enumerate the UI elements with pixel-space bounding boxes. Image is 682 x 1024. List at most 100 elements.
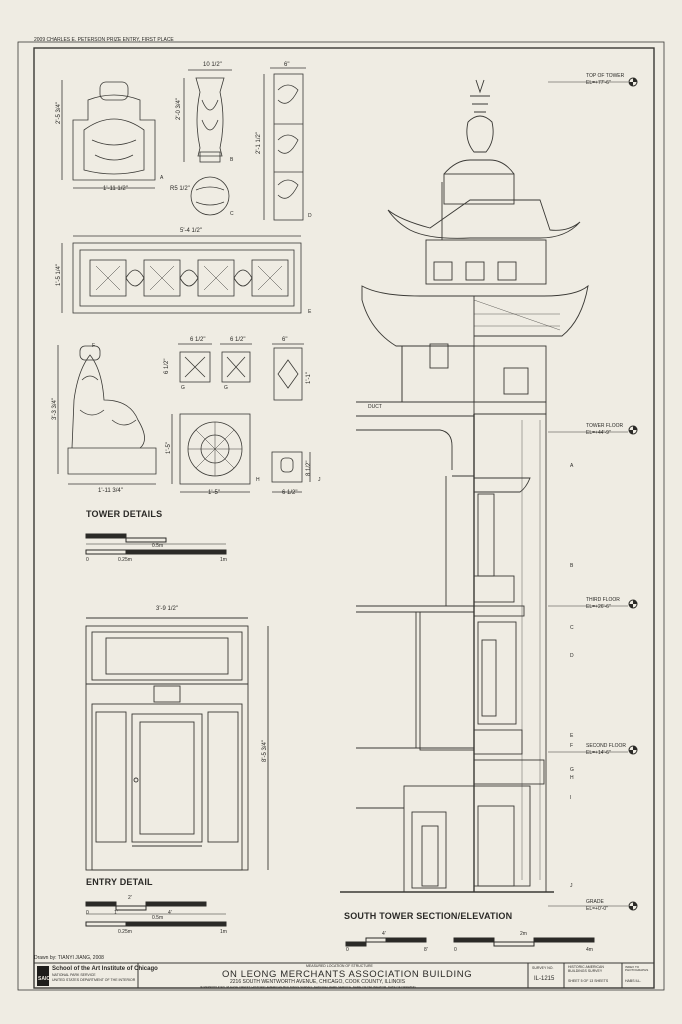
marker-i: I	[570, 795, 572, 801]
detail-a-drawing	[61, 80, 156, 189]
level-symbols	[628, 77, 638, 911]
marker-j: J	[570, 883, 573, 889]
school-name: School of the Art Institute of Chicago	[52, 966, 158, 972]
duct-label: DUCT	[368, 404, 382, 410]
dim-entry-width: 3'-9 1/2"	[156, 606, 178, 612]
level-top-name: TOP OF TOWER	[586, 73, 625, 79]
elevation-scale-bar	[345, 937, 595, 947]
entry-scale-1m: 1m	[220, 929, 227, 935]
marker-b: B	[570, 563, 574, 569]
entry-scale-0: 0	[86, 910, 89, 916]
entry-scale-bar	[85, 901, 227, 927]
entry-scale-025m: 0.25m	[118, 929, 132, 935]
tower-elevation-drawing	[340, 79, 589, 893]
detail-f-drawing	[57, 345, 157, 485]
elev-scale-0: 0	[346, 947, 349, 953]
dim-b-height: 2'-0 3/4"	[176, 98, 182, 120]
marker-a: A	[570, 463, 574, 469]
detail-letter-c: C	[230, 211, 234, 217]
elev-scale-2m: 2m	[520, 931, 527, 937]
marker-g: G	[570, 767, 574, 773]
level-top-el: EL=+77'-6"	[586, 80, 611, 86]
detail-letter-g1: G	[181, 385, 185, 391]
elev-scale-0m: 0	[454, 947, 457, 953]
entry-scale-1ft: 1'	[114, 910, 118, 916]
detail-letter-b: B	[230, 157, 234, 163]
entry-detail-title: ENTRY DETAIL	[86, 877, 153, 887]
detail-letter-e: E	[308, 309, 312, 315]
entry-scale-4ft: 4'	[168, 910, 172, 916]
detail-letter-d: D	[308, 213, 312, 219]
saic-logo: SAIC	[38, 976, 50, 982]
scale-label-1m: 1m	[220, 557, 227, 563]
dim-j-top: 6"	[282, 337, 288, 343]
detail-j-drawing	[271, 451, 311, 493]
scale-label-025m: 0.25m	[118, 557, 132, 563]
drawn-by: Drawn by: TIANYI JIANG, 2008	[34, 955, 104, 961]
detail-letter-j: J	[318, 477, 321, 483]
entry-scale-05m: 0.5m	[152, 915, 164, 921]
marker-h: H	[570, 775, 574, 781]
dim-d-height: 2'-1 1/2"	[256, 132, 262, 154]
survey-no-label: SURVEY NO.	[532, 966, 554, 970]
school-sub1: NATIONAL PARK SERVICE	[52, 973, 96, 977]
detail-b-drawing	[183, 69, 232, 216]
dim-g1: 6 1/2"	[190, 337, 206, 343]
detail-letter-a: A	[160, 175, 164, 181]
level-tower-floor-name: TOWER FLOOR	[586, 423, 624, 429]
dim-a-height: 2'-5 3/4"	[56, 102, 62, 124]
dim-j-w: 6 1/2"	[282, 490, 298, 496]
dim-a-width: 1'-11 1/2"	[103, 186, 128, 192]
dim-f-height: 3'-3 3/4"	[52, 398, 58, 420]
dim-h-height: 1'-5"	[166, 442, 172, 454]
dim-j-small: 8 1/2"	[306, 460, 312, 476]
marker-f: F	[570, 743, 574, 749]
dim-e-height: 1'-5 1/4"	[56, 264, 62, 286]
level-third-floor-el: EL=+26'-6"	[586, 604, 611, 610]
tower-details-scale-bar	[85, 533, 227, 555]
level-tower-floor-el: EL=+44'-9"	[586, 430, 611, 436]
detail-letter-f: F	[92, 343, 96, 349]
level-second-floor-el: EL=+14'-6"	[586, 750, 611, 756]
elev-scale-4m: 4m	[586, 947, 593, 953]
detail-g-drawing	[178, 343, 304, 401]
page-ref: HABS ILL.	[625, 979, 642, 983]
detail-letter-g2: G	[224, 385, 228, 391]
elevation-title: SOUTH TOWER SECTION/ELEVATION	[344, 911, 513, 921]
measured-note: MEASURED LOCATION OF STRUCTURE	[306, 964, 373, 968]
scale-label-05m: 0.5m	[152, 543, 164, 549]
level-grade-name: GRADE	[586, 899, 604, 905]
detail-e-drawing	[61, 235, 302, 314]
sheet-number: SHEET 5 OF 13 SHEETS	[568, 979, 609, 983]
marker-e: E	[570, 733, 574, 739]
dim-entry-height: 8'-5 3/4"	[262, 740, 268, 762]
building-address: 2216 SOUTH WENTWORTH AVENUE, CHICAGO, CO…	[230, 979, 406, 985]
level-lines	[548, 81, 628, 907]
marker-d: D	[570, 653, 574, 659]
habs-label: HISTORIC AMERICAN BUILDINGS SURVEY	[568, 965, 604, 973]
dim-h-width: 1'-5"	[208, 490, 220, 496]
dim-f-width: 1'-11 3/4"	[98, 488, 123, 494]
detail-letter-h: H	[256, 477, 260, 483]
level-third-floor-name: THIRD FLOOR	[586, 597, 620, 603]
school-sub2: UNITED STATES DEPARTMENT OF THE INTERIOR	[52, 978, 136, 982]
tower-details-title: TOWER DETAILS	[86, 509, 163, 519]
dim-e-width: 5'-4 1/2"	[180, 228, 202, 234]
detail-d-drawing	[263, 67, 306, 221]
entry-detail-drawing	[85, 617, 269, 871]
level-second-floor-name: SECOND FLOOR	[586, 743, 627, 749]
elev-scale-8ft: 8'	[424, 947, 428, 953]
saic-logo-block	[37, 966, 49, 986]
dim-c-radius: R5 1/2"	[170, 186, 190, 192]
dim-g-h: 6 1/2"	[164, 358, 170, 374]
competition-note: 2009 CHARLES E. PETERSON PRIZE ENTRY, FI…	[34, 37, 174, 43]
level-grade-el: EL=+0'-0"	[586, 906, 608, 912]
scale-label-0: 0	[86, 557, 89, 563]
building-name: ON LEONG MERCHANTS ASSOCIATION BUILDING	[222, 969, 473, 980]
dim-d-width: 6"	[284, 62, 290, 68]
dim-g2: 6 1/2"	[230, 337, 246, 343]
marker-c: C	[570, 625, 574, 631]
dim-b-width: 10 1/2"	[203, 62, 222, 68]
